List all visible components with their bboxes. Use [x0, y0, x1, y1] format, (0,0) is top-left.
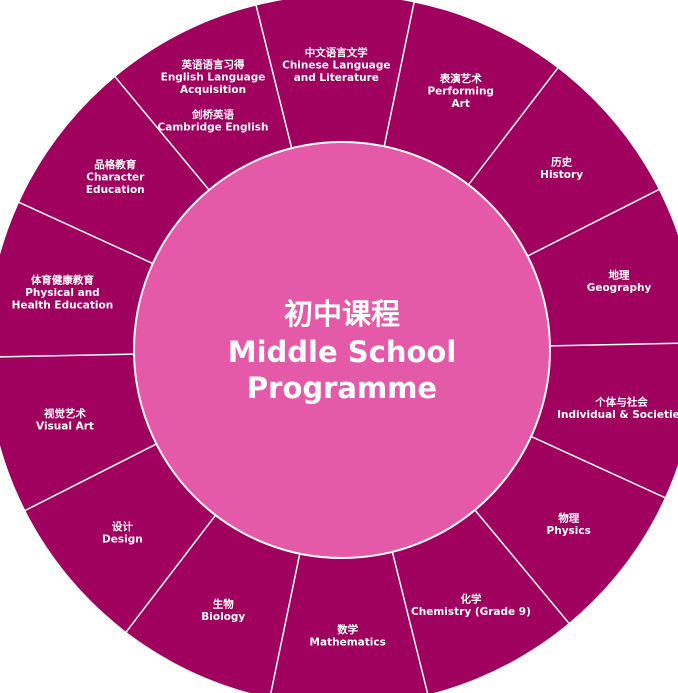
segment-label-line: 历史: [551, 155, 572, 168]
segment-label-line: Design: [102, 534, 143, 546]
segment-label-line: 体育健康教育: [31, 274, 94, 287]
segment-label-line: Acquisition: [180, 84, 246, 96]
segment-divider: [391, 551, 429, 693]
center-title: 初中课程 Middle School Programme: [228, 297, 457, 405]
segment-divider: [474, 509, 573, 628]
segment-label-line: Visual Art: [36, 420, 94, 432]
segment-label-line: History: [540, 169, 583, 181]
segment-label-line: Cambridge English: [158, 122, 269, 134]
segment-label-line: 视觉艺术: [44, 407, 86, 420]
segment-label-line: Physical and: [25, 287, 100, 299]
segment-divider: [527, 186, 664, 257]
segment-divider: [122, 514, 217, 637]
segment-label-line: Biology: [201, 611, 245, 623]
segment-label-line: 化学: [460, 592, 481, 605]
segment-divider: [467, 63, 562, 186]
segment-label-line: 表演艺术: [439, 72, 482, 85]
segment-label-line: Performing: [427, 85, 494, 97]
center-title-english-line1: Middle School: [228, 335, 457, 369]
segment-label-line: Mathematics: [310, 637, 386, 649]
segment-label-line: Physics: [547, 525, 591, 537]
segment-label-line: 品格教育: [94, 158, 136, 171]
center-circle: [133, 141, 551, 559]
segment-label-line: Individual & Societies: [557, 409, 678, 421]
segment-label-line: Chinese Language: [282, 60, 390, 72]
segment-label-line: 地理: [609, 269, 630, 282]
segment-label-line: 生物: [213, 597, 234, 610]
segment-label-line: 个体与社会: [594, 396, 648, 409]
center-title-chinese: 初中课程: [284, 297, 400, 331]
segment-label-line: English Language: [161, 72, 266, 84]
segment-label-line: Health Education: [12, 300, 114, 312]
segment-label-line: Art: [452, 98, 470, 110]
segment-divider: [383, 0, 416, 147]
segment-label-line: 数学: [336, 623, 358, 636]
segment-label-line: Geography: [587, 282, 652, 294]
segment-label-line: 设计: [112, 520, 133, 533]
segment-label-line: 剑桥英语: [191, 108, 234, 121]
segment-divider: [530, 435, 670, 501]
segment-divider: [549, 342, 678, 347]
segment-label-line: 中文语言文学: [305, 46, 368, 59]
segment-divider: [270, 553, 301, 693]
center-title-english-line2: Programme: [247, 371, 437, 405]
segment-divider: [111, 72, 210, 191]
segment-label-line: Character: [86, 171, 145, 183]
segment-label-line: and Literature: [294, 72, 379, 84]
segment-label-line: 物理: [558, 511, 579, 524]
segment-label-line: 英语语言习得: [181, 58, 245, 71]
segment-divider: [254, 0, 293, 149]
segment-label-line: Education: [86, 184, 145, 196]
segment-label-line: Chemistry (Grade 9): [411, 606, 531, 618]
segment-divider: [0, 353, 135, 358]
segment-divider: [14, 199, 154, 265]
segment-divider: [20, 443, 157, 514]
